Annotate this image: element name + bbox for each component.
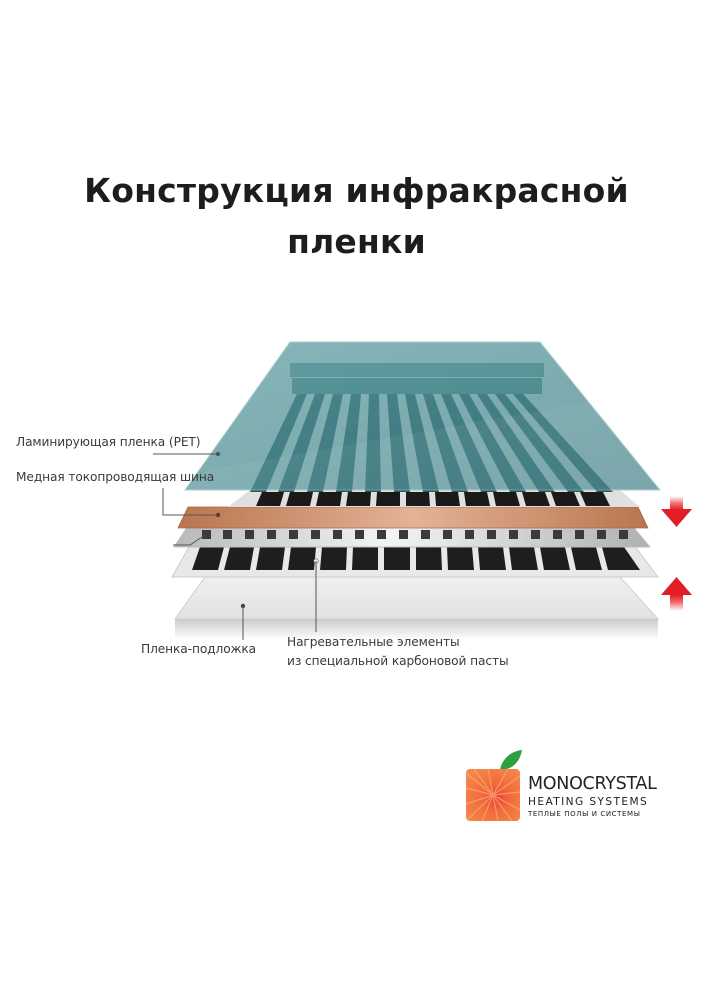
carbon-strips-top	[228, 490, 640, 507]
film-construction-diagram: Ламинирующая пленка (PET) Медная токопро…	[0, 330, 713, 690]
label-copper-bus: Медная токопроводящая шина	[16, 470, 215, 484]
title-line-2: пленки	[287, 222, 426, 261]
logo-brand-name: MONOCRYSTAL	[528, 774, 657, 794]
orange-fruit-icon	[465, 750, 522, 822]
label-pet-film: Ламинирующая пленка (PET)	[16, 435, 201, 449]
substrate-layer	[174, 576, 660, 640]
title-line-1: Конструкция инфракрасной	[84, 171, 629, 210]
label-substrate: Пленка-подложка	[141, 642, 257, 656]
logo-subtitle: HEATING SYSTEMS	[528, 796, 649, 808]
heat-arrow-up-icon	[661, 577, 692, 611]
label-heating-elements-line1: Нагревательные элементы	[287, 635, 460, 649]
layers-illustration	[153, 341, 692, 640]
pet-film-layer	[184, 341, 662, 491]
logo-tagline: ТЕПЛЫЕ ПОЛЫ И СИСТЕМЫ	[528, 810, 641, 818]
copper-bus-layer	[177, 506, 649, 529]
page-title: Конструкция инфракрасной пленки	[0, 165, 713, 267]
label-heating-elements-line2: из специальной карбоновой пасты	[287, 654, 509, 668]
heat-arrow-down-icon	[661, 496, 692, 527]
heating-elements-layer	[171, 539, 660, 578]
monocrystal-logo: MONOCRYSTAL HEATING SYSTEMS ТЕПЛЫЕ ПОЛЫ …	[462, 748, 692, 823]
leader-lines	[153, 453, 317, 640]
